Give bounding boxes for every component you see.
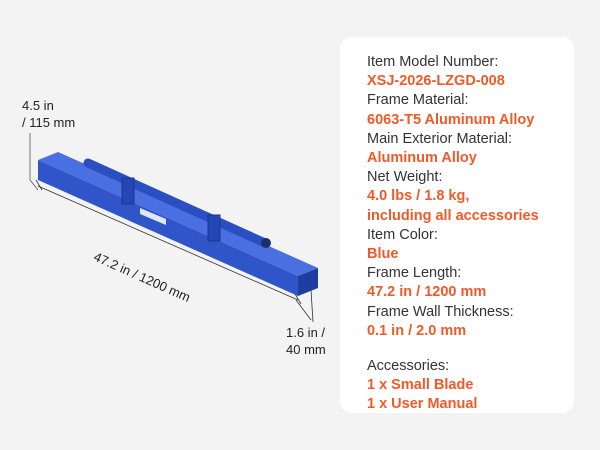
spec-label-wall-thickness: Frame Wall Thickness: (367, 303, 514, 320)
specifications-card: Item Model Number: XSJ-2026-LZGD-008 Fra… (340, 37, 574, 413)
handle-rod (83, 158, 270, 248)
frame-front-face (38, 160, 298, 296)
spec-label-model: Item Model Number: (367, 54, 499, 70)
product-label-sticker (140, 208, 166, 225)
accessory-item: 1 x User Manual (367, 396, 478, 413)
spec-value-model: XSJ-2026-LZGD-008 (367, 73, 505, 90)
spec-label-frame-material: Frame Material: (367, 92, 469, 109)
frame-top-face (38, 152, 318, 276)
spec-value-item-color: Blue (367, 246, 399, 263)
spec-label-item-color: Item Color: (367, 226, 438, 243)
spec-value-wall-thickness: 0.1 in / 2.0 mm (367, 322, 467, 339)
spec-value-net-weight: 4.0 lbs / 1.8 kg, (367, 188, 470, 205)
frame-end-face (298, 268, 318, 296)
screed-frame-drawing (29, 133, 318, 323)
height-dimension-label: 4.5 in / 115 mm (22, 98, 76, 130)
length-dimension-line (37, 185, 299, 301)
spec-value-frame-length: 47.2 in / 1200 mm (367, 284, 487, 301)
spec-label-exterior-material: Main Exterior Material: (367, 130, 513, 147)
spacer (367, 341, 574, 357)
accessory-item: 1 x Small Blade (367, 377, 474, 394)
bracket-1 (121, 177, 135, 205)
spec-value-exterior-material: Aluminum Alloy (367, 150, 477, 167)
width-dimension-label: 1.6 in / 40 mm (286, 325, 326, 357)
spec-label-frame-length: Frame Length: (367, 265, 462, 282)
spec-value-net-weight-note: including all accessories (367, 207, 539, 224)
width-dimension-line (295, 299, 312, 321)
spec-label-net-weight: Net Weight: (367, 169, 443, 186)
accessories-label: Accessories: (367, 358, 450, 375)
handle-rod-end (261, 238, 271, 248)
bracket-2 (207, 214, 221, 242)
product-illustration: 4.5 in / 115 mm 47.2 in / 1200 mm 1.6 in… (22, 98, 326, 357)
spec-value-frame-material: 6063-T5 Aluminum Alloy (367, 111, 535, 128)
